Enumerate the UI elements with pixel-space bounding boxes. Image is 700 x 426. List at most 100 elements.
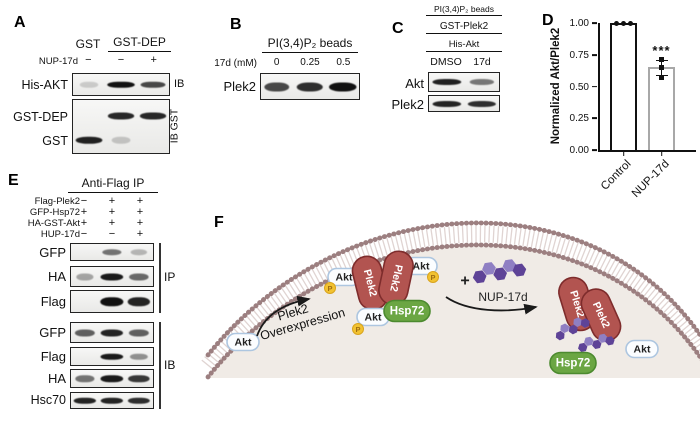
blot-band <box>131 249 148 255</box>
sign: + <box>136 217 144 229</box>
panel-b-header: PI(3,4)P₂ beads <box>262 36 358 53</box>
panel-c-header-1: PI(3,4)P₂ beads <box>426 4 502 16</box>
blot-band <box>73 397 96 404</box>
blot-band <box>100 273 124 280</box>
plus-sign: + <box>460 273 469 290</box>
svg-text:P: P <box>327 284 332 293</box>
blot-band <box>74 374 95 383</box>
x-tick-mark <box>622 152 625 156</box>
blot-band <box>100 296 124 307</box>
sign: − <box>108 228 116 240</box>
blot-band <box>100 329 124 336</box>
y-tick-label: 1.00 <box>569 18 589 29</box>
y-tick-mark <box>592 85 597 88</box>
panel-c-header-3: His-Akt <box>426 39 502 52</box>
ib-blot-ha <box>70 369 154 388</box>
phospho-left-3: P <box>352 323 364 335</box>
ip-blot-gfp-label: GFP <box>39 245 66 260</box>
blot-band <box>432 100 461 107</box>
svg-text:Akt: Akt <box>336 272 353 284</box>
svg-text:Akt: Akt <box>413 261 430 273</box>
panel-b-label: B <box>230 16 242 33</box>
ib-blot-gfp <box>70 322 154 343</box>
sign: − <box>80 195 88 207</box>
cond-hup-17d-label: HUP-17d <box>40 229 80 240</box>
cond-ha-gst-akt-signs: + + + <box>70 217 154 230</box>
blot-akt-c <box>428 72 500 92</box>
y-tick-mark <box>592 117 597 120</box>
error-bar <box>660 60 663 76</box>
x-label-nup-17d: NUP-17d <box>630 158 672 200</box>
blot-his-akt-ib-label: IB <box>174 78 185 90</box>
blot-band <box>100 353 124 360</box>
ib-blot-flag-label: Flag <box>40 349 66 364</box>
blot-plek2-b <box>260 73 360 100</box>
panel-f-schematic: Akt Plek2 Overexpression Akt Akt Plek2 P… <box>201 220 700 380</box>
blot-band <box>107 81 135 88</box>
ip-blot-ha-label: HA <box>47 269 66 284</box>
blot-band <box>129 329 150 336</box>
panel-f-label: F <box>214 214 224 231</box>
sign: + <box>80 217 88 229</box>
y-tick-label: 0.25 <box>569 113 589 125</box>
sign: + <box>108 206 116 218</box>
blot-band <box>75 137 103 144</box>
blot-gst-row <box>73 100 169 153</box>
chart-plot: Control *** NUP-17d <box>598 20 696 200</box>
blot-band <box>107 112 135 120</box>
ib-blot-ha-label: HA <box>47 371 66 386</box>
sign: 0.25 <box>300 57 320 68</box>
ib-blot-hsc70 <box>70 392 154 409</box>
svg-text:Akt: Akt <box>634 344 651 356</box>
panel-e-label: E <box>8 172 19 189</box>
panel-a-group-gst: GST <box>75 37 101 51</box>
blot-band <box>74 329 95 336</box>
cond-hup-17d-signs: −−+ <box>70 228 154 241</box>
ip-blot-ha <box>70 266 154 287</box>
sign: + <box>108 217 116 229</box>
ip-blot-flag-label: Flag <box>40 294 66 309</box>
hsp72-left: Hsp72 <box>383 299 431 323</box>
svg-text:Plek2: Plek2 <box>387 263 404 292</box>
blot-plek2-c <box>428 95 500 112</box>
blot-band <box>111 137 131 144</box>
svg-text:Akt: Akt <box>235 337 252 349</box>
overexpression-arrow <box>256 295 311 337</box>
nup-17d-label: NUP-17d <box>478 290 527 304</box>
sign: 17d <box>473 56 491 68</box>
blot-gst-label: GST <box>42 134 68 148</box>
significance-stars: *** <box>652 43 671 59</box>
svg-text:Akt: Akt <box>365 312 382 324</box>
plek2-right-2: Plek2 <box>580 288 622 342</box>
blot-band <box>128 397 151 404</box>
nup-treatment-arrow <box>445 296 538 315</box>
blot-band <box>128 374 151 383</box>
akt-free-left: Akt <box>226 332 260 352</box>
akt-bottom-left: Akt <box>356 307 390 327</box>
plek2-left-1: Plek2 <box>351 255 389 311</box>
sign: − <box>85 54 92 66</box>
membrane-outer-leaflet <box>205 220 700 358</box>
panel-a-treatment-label: NUP-17d <box>38 56 78 67</box>
cond-gfp-hsp72-signs: +++ <box>70 206 154 219</box>
sign: + <box>136 228 144 240</box>
phospho-left-1: P <box>324 282 336 294</box>
y-tick-label: 0.50 <box>569 81 589 93</box>
blot-band <box>79 81 99 88</box>
panel-c-label: C <box>392 20 404 37</box>
error-bar-cap <box>655 59 668 62</box>
blot-band <box>469 79 494 85</box>
x-label-control: Control <box>599 158 634 193</box>
ib-blot-flag <box>70 347 154 366</box>
sign: − <box>117 54 125 66</box>
sign: + <box>150 54 157 66</box>
blot-band <box>75 273 94 280</box>
panel-d-label: D <box>542 12 554 29</box>
ib-group-label: IB <box>164 358 176 372</box>
panel-c-header-2: GST-Plek2 <box>426 21 502 34</box>
blot-band <box>140 81 166 88</box>
blot-band <box>100 374 124 383</box>
ip-blot-flag <box>70 290 154 313</box>
cond-gfp-hsp72-label: GFP-Hsp72 <box>29 207 80 218</box>
